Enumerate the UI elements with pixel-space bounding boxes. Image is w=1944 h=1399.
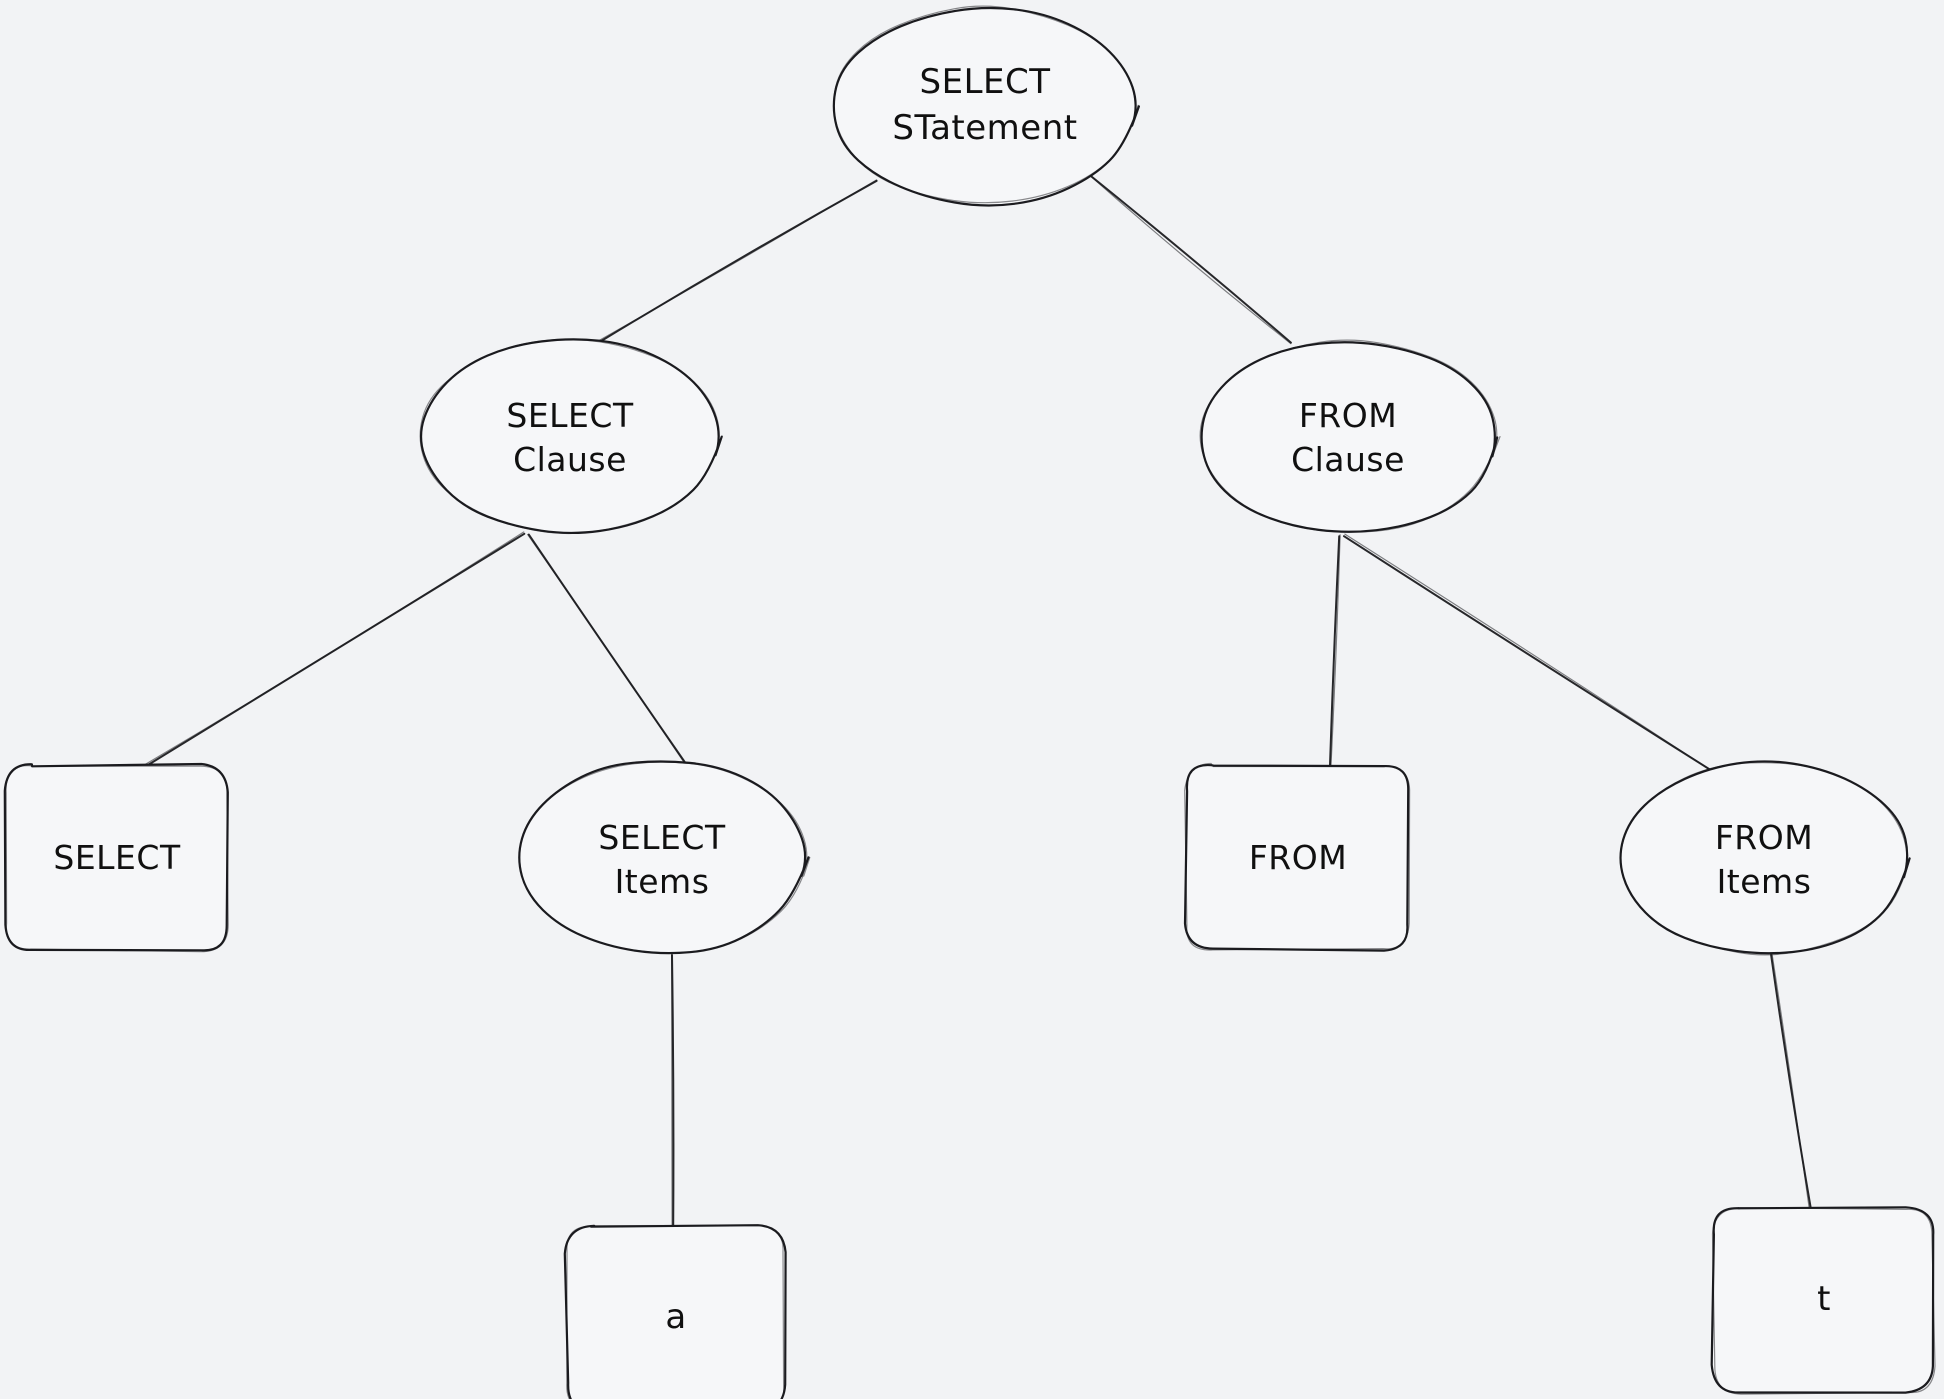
node-shape-column-a[interactable] <box>563 1224 787 1399</box>
node-layer <box>3 5 1936 1399</box>
edge-select-clause-to-select-items <box>527 533 692 772</box>
node-shape-select-clause[interactable] <box>419 338 723 535</box>
edge-from-clause-to-from-terminal <box>1328 534 1341 770</box>
node-shape-from-clause[interactable] <box>1199 339 1501 533</box>
edge-layer <box>140 174 1812 1229</box>
edge-select-items-to-column-a <box>671 954 675 1229</box>
edge-select-clause-to-select-terminal <box>140 531 526 770</box>
edge-stmt-to-from-clause <box>1089 174 1292 345</box>
node-shape-select-statement[interactable] <box>832 5 1140 207</box>
node-shape-from-items[interactable] <box>1619 760 1911 956</box>
node-shape-from-terminal[interactable] <box>1183 762 1411 952</box>
edge-from-clause-to-from-items <box>1343 533 1712 772</box>
node-shape-select-terminal[interactable] <box>3 762 229 953</box>
edge-stmt-to-select-clause <box>599 179 878 343</box>
node-shape-table-t[interactable] <box>1710 1206 1936 1395</box>
node-shape-select-items[interactable] <box>518 760 811 955</box>
edge-from-items-to-table-t <box>1770 953 1812 1209</box>
